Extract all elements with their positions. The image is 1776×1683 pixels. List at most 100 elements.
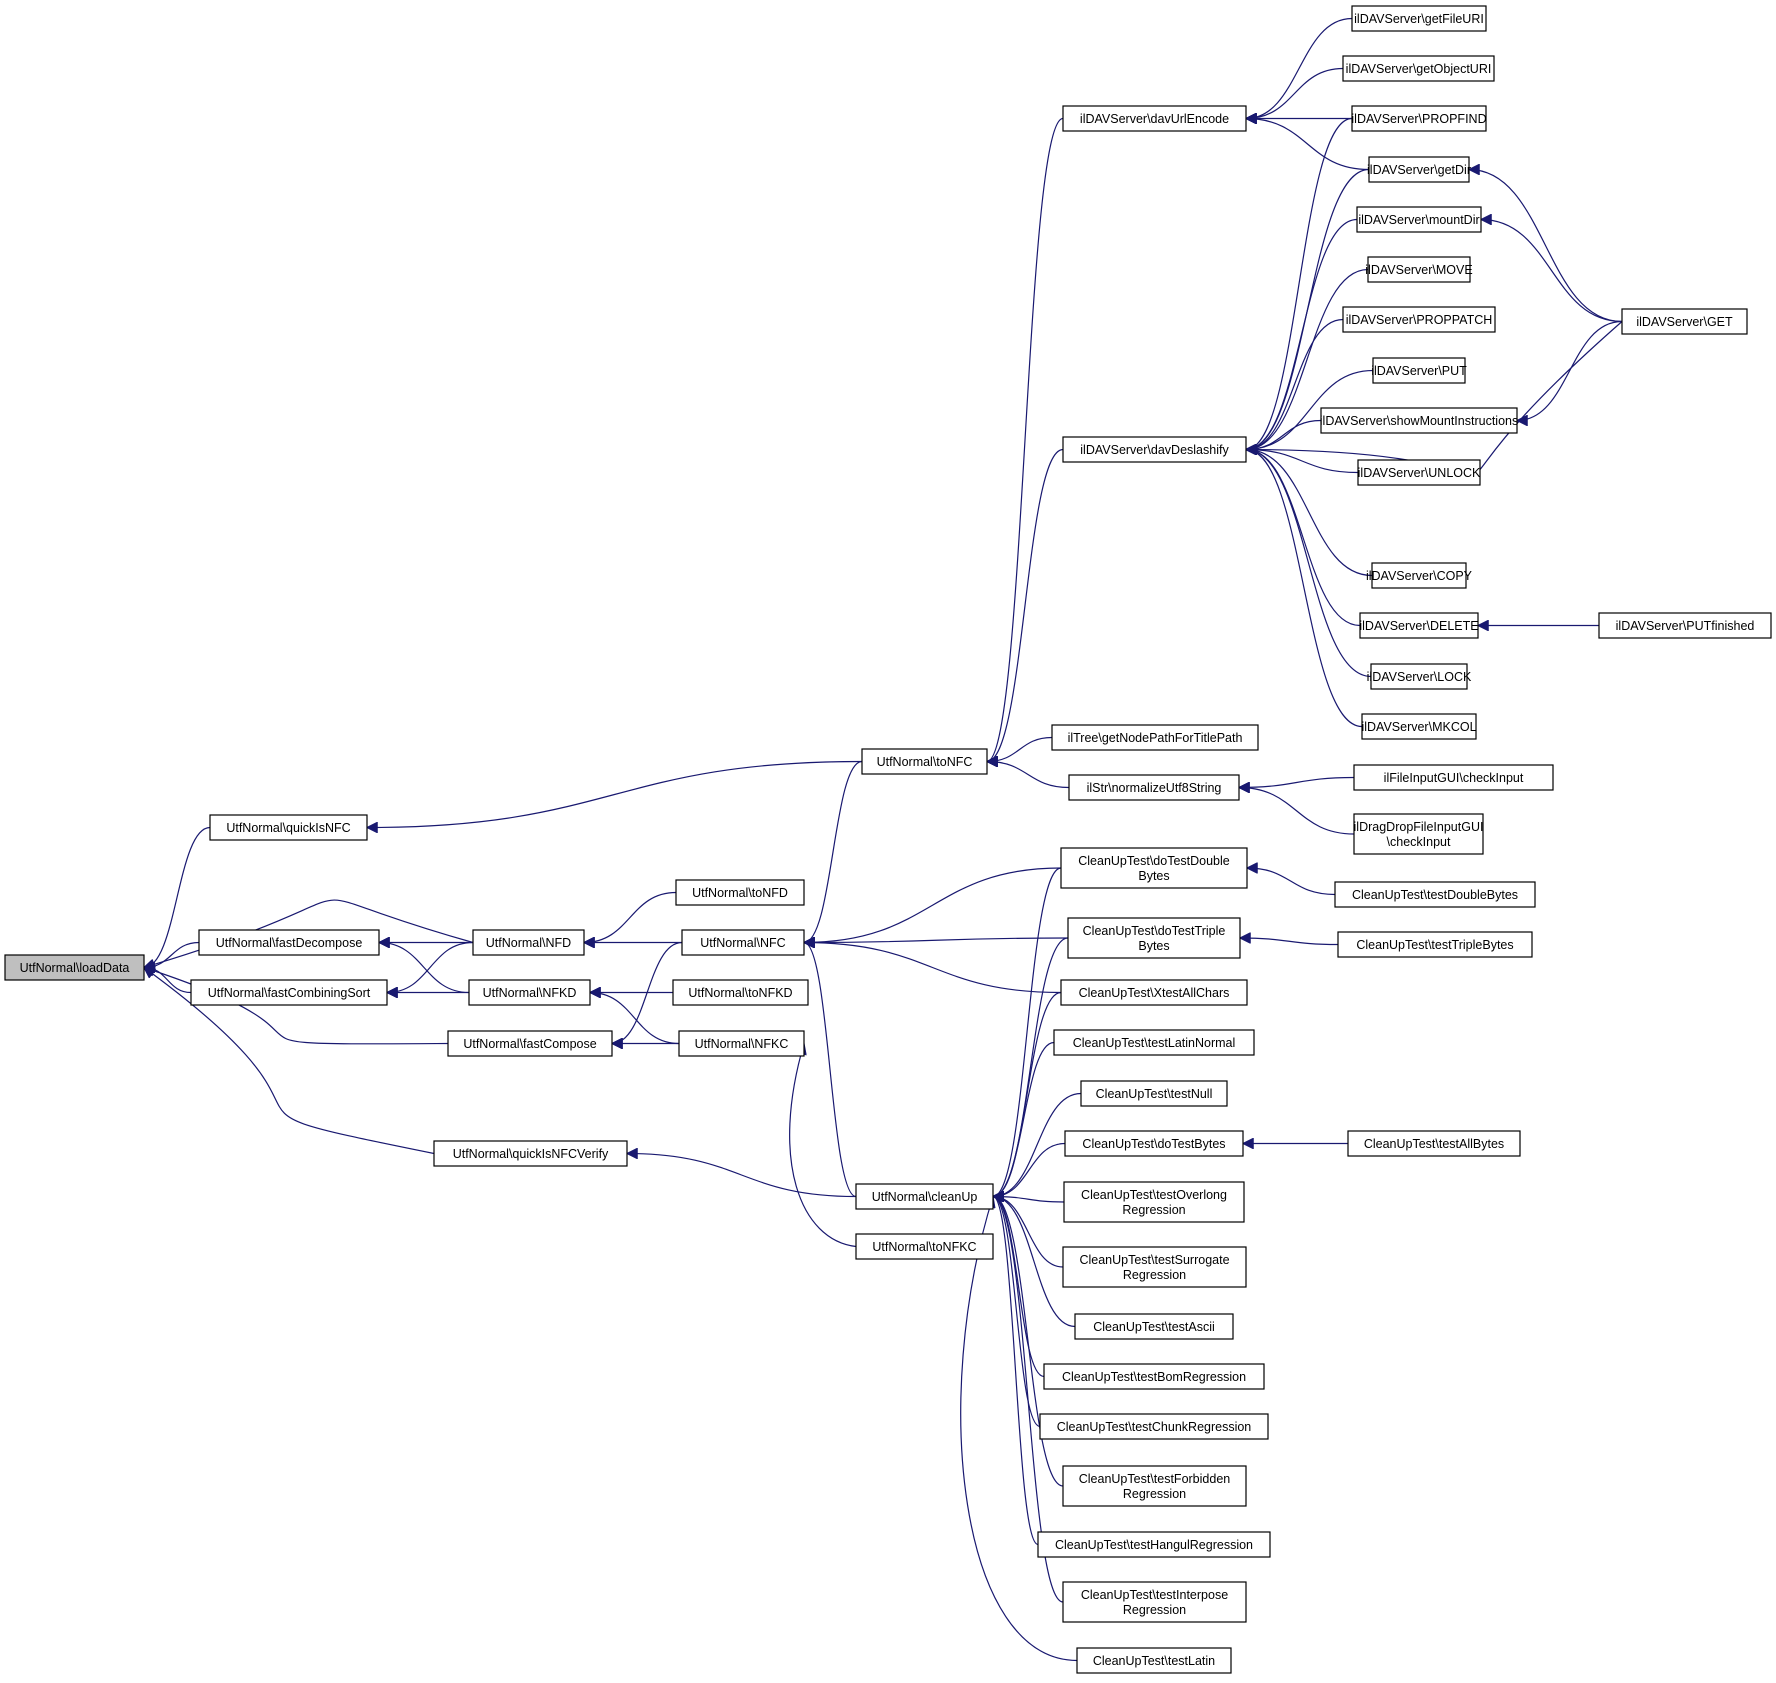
node-box [1062, 436, 1247, 463]
node-fastCombiningSort[interactable]: UtfNormal\fastCombiningSort [190, 979, 388, 1006]
node-NFD[interactable]: UtfNormal\NFD [472, 929, 585, 956]
node-getDir[interactable]: ilDAVServer\getDir [1367, 156, 1471, 183]
node-box [1342, 55, 1495, 82]
node-loadData[interactable]: UtfNormal\loadData [4, 954, 145, 981]
node-doTestBytes[interactable]: CleanUpTest\doTestBytes [1064, 1130, 1244, 1157]
node-GET[interactable]: ilDAVServer\GET [1621, 308, 1748, 335]
node-COPY[interactable]: ilDAVServer\COPY [1366, 562, 1473, 589]
edge-mountDir-to-davDeslashify [1246, 218, 1358, 450]
node-label: CleanUpTest\doTestTriple [1083, 924, 1226, 938]
node-label: CleanUpTest\testNull [1096, 1087, 1213, 1101]
edge-NFD-to-fastCombiningSort [387, 941, 474, 993]
nodes-layer: UtfNormal\loadData UtfNormal\quickIsNFC Ut… [4, 5, 1772, 1674]
edge-toNFKC-to-NFKC [789, 1044, 857, 1248]
edge-davUrlEncode-to-toNFC [987, 117, 1064, 762]
node-box [209, 814, 368, 841]
node-quickIsNFC[interactable]: UtfNormal\quickIsNFC [209, 814, 368, 841]
node-box [198, 929, 380, 956]
node-getObjectURI[interactable]: ilDAVServer\getObjectURI [1342, 55, 1495, 82]
node-LOCK[interactable]: ilDAVServer\LOCK [1367, 663, 1472, 690]
node-testAscii[interactable]: CleanUpTest\testAscii [1074, 1313, 1234, 1340]
node-toNFC[interactable]: UtfNormal\toNFC [861, 748, 988, 775]
node-NFKC[interactable]: UtfNormal\NFKC [678, 1030, 805, 1057]
node-testBom[interactable]: CleanUpTest\testBomRegression [1043, 1363, 1265, 1390]
node-toNFKC[interactable]: UtfNormal\toNFKC [855, 1233, 994, 1260]
node-box [1062, 105, 1247, 132]
node-fastDecompose[interactable]: UtfNormal\fastDecompose [198, 929, 380, 956]
node-box [1060, 847, 1248, 889]
edge-getObjectURI-to-davUrlEncode [1246, 67, 1344, 119]
edge-testLatin-to-cleanUp [960, 1197, 1078, 1662]
node-UNLOCK[interactable]: ilDAVServer\UNLOCK [1357, 459, 1481, 486]
node-NFKD[interactable]: UtfNormal\NFKD [468, 979, 591, 1006]
node-testNull[interactable]: CleanUpTest\testNull [1080, 1080, 1228, 1107]
node-fastCompose[interactable]: UtfNormal\fastCompose [447, 1030, 613, 1057]
edge-toNFC-to-NFC [804, 760, 863, 943]
edge-doTestDouble-to-NFC [804, 867, 1062, 943]
edge-COPY-to-davDeslashify [1246, 450, 1373, 577]
node-box [1068, 774, 1240, 801]
node-MKCOL[interactable]: ilDAVServer\MKCOL [1361, 713, 1477, 740]
node-testAllBytes[interactable]: CleanUpTest\testAllBytes [1347, 1130, 1521, 1157]
node-PUT[interactable]: ilDAVServer\PUT [1371, 357, 1467, 384]
edge-testBom-to-cleanUp [993, 1197, 1045, 1378]
node-label: CleanUpTest\XtestAllChars [1079, 986, 1230, 1000]
node-getNodePath[interactable]: ilTree\getNodePathForTitlePath [1051, 724, 1259, 751]
node-DELETE[interactable]: ilDAVServer\DELETE [1359, 612, 1479, 639]
node-label: ilDAVServer\MKCOL [1361, 720, 1476, 734]
edge-fastCombiningSort-to-loadData [144, 968, 192, 994]
node-XtestAllChars[interactable]: CleanUpTest\XtestAllChars [1060, 979, 1248, 1006]
node-dragCheck[interactable]: ilDragDropFileInputGUI\checkInput [1353, 813, 1484, 855]
node-quickIsNFCVerify[interactable]: UtfNormal\quickIsNFCVerify [433, 1140, 628, 1167]
node-PROPFIND[interactable]: ilDAVServer\PROPFIND [1351, 105, 1487, 132]
node-cleanUp[interactable]: UtfNormal\cleanUp [855, 1183, 994, 1210]
node-testDoubleBytes[interactable]: CleanUpTest\testDoubleBytes [1334, 881, 1536, 908]
edge-testNull-to-cleanUp [993, 1092, 1082, 1197]
node-label: UtfNormal\toNFC [877, 755, 973, 769]
node-box [1064, 1130, 1244, 1157]
node-box [1371, 562, 1467, 589]
node-label: ilDAVServer\mountDir [1358, 213, 1479, 227]
node-davUrlEncode[interactable]: ilDAVServer\davUrlEncode [1062, 105, 1247, 132]
node-label: CleanUpTest\testHangulRegression [1055, 1538, 1253, 1552]
edge-getFileURI-to-davUrlEncode [1246, 17, 1353, 119]
node-box [1039, 1413, 1269, 1440]
node-label: UtfNormal\quickIsNFC [226, 821, 350, 835]
node-label: UtfNormal\NFD [486, 936, 571, 950]
node-testChunk[interactable]: CleanUpTest\testChunkRegression [1039, 1413, 1269, 1440]
node-box [855, 1183, 994, 1210]
node-PUTfinished[interactable]: ilDAVServer\PUTfinished [1598, 612, 1772, 639]
node-getFileURI[interactable]: ilDAVServer\getFileURI [1351, 5, 1487, 32]
node-toNFKD[interactable]: UtfNormal\toNFKD [672, 979, 809, 1006]
node-testLatin[interactable]: CleanUpTest\testLatin [1076, 1647, 1232, 1674]
node-testLatinNormal[interactable]: CleanUpTest\testLatinNormal [1053, 1029, 1255, 1056]
node-testTripleBytes[interactable]: CleanUpTest\testTripleBytes [1337, 931, 1533, 958]
edge-GET-to-mountDir [1481, 220, 1623, 323]
edge-fastCompose-to-loadData [144, 968, 449, 1045]
node-box [1357, 459, 1481, 486]
node-fileCheck[interactable]: ilFileInputGUI\checkInput [1353, 764, 1554, 791]
node-normalizeUtf8[interactable]: ilStr\normalizeUtf8String [1068, 774, 1240, 801]
edge-testInterpose-to-cleanUp [993, 1197, 1064, 1603]
node-toNFD[interactable]: UtfNormal\toNFD [675, 879, 805, 906]
node-testHangul[interactable]: CleanUpTest\testHangulRegression [1037, 1531, 1271, 1558]
edge-DELETE-to-davDeslashify [1246, 450, 1361, 627]
edge-PROPPATCH-to-davDeslashify [1246, 318, 1344, 450]
edge-UNLOCK-to-davDeslashify [1246, 450, 1359, 474]
node-MOVE[interactable]: ilDAVServer\MOVE [1365, 256, 1473, 283]
node-label: ilDragDropFileInputGUI [1354, 820, 1484, 834]
node-davDeslashify[interactable]: ilDAVServer\davDeslashify [1062, 436, 1247, 463]
node-showMount[interactable]: ilDAVServer\showMountInstructions [1320, 407, 1518, 434]
edge-GET-to-getDir [1469, 170, 1623, 323]
edge-doTestTriple-to-cleanUp [993, 937, 1069, 1197]
edge-NFKC-to-NFKD [590, 993, 680, 1045]
node-mountDir[interactable]: ilDAVServer\mountDir [1356, 206, 1482, 233]
node-NFC[interactable]: UtfNormal\NFC [681, 929, 805, 956]
node-PROPPATCH[interactable]: ilDAVServer\PROPPATCH [1342, 306, 1496, 333]
